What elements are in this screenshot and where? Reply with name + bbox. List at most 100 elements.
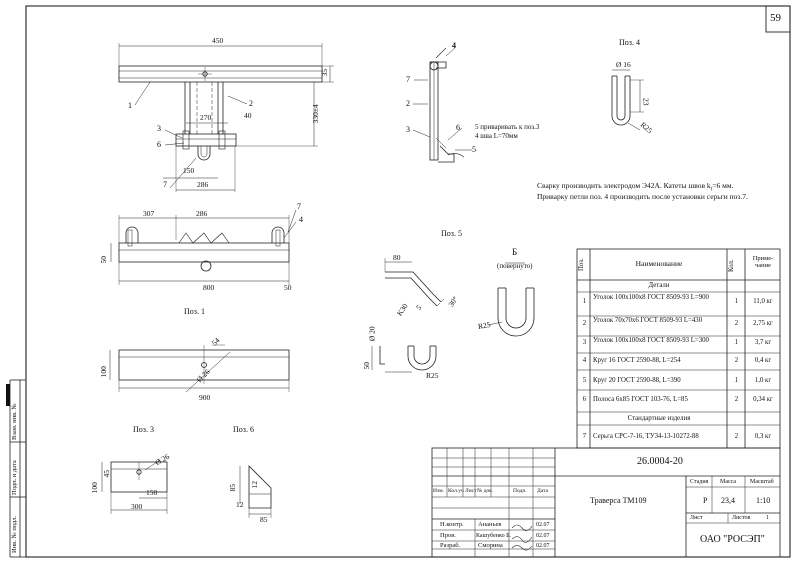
col-sign: Подп. bbox=[513, 488, 527, 494]
side-callout-5: 5 bbox=[472, 145, 476, 154]
label-view-b-sub: (повернуто) bbox=[497, 262, 533, 270]
dim-pos5-d20: Ø 20 bbox=[367, 326, 377, 342]
dim-bottom-50r: 50 bbox=[284, 283, 292, 292]
label-pos4: Поз. 4 bbox=[619, 38, 640, 47]
weld-callout-2: 4 шва L=70мм bbox=[475, 132, 518, 140]
col-date: Дата bbox=[537, 488, 548, 494]
spec-row-4-pos: 4 bbox=[582, 357, 587, 364]
col-izm: Изм. bbox=[433, 488, 444, 494]
dim-pos1-900: 900 bbox=[199, 393, 211, 402]
spec-row-6-qty: 2 bbox=[734, 396, 739, 403]
spec-row-7-note: 0,3 кг bbox=[754, 433, 772, 440]
role-razrab: Разраб. bbox=[440, 542, 461, 549]
dim-pos6-12b: 12 bbox=[236, 500, 244, 509]
spec-row-5-qty: 1 bbox=[734, 377, 739, 384]
bottom-view bbox=[110, 209, 297, 285]
dim-main-330: 330±4 bbox=[310, 104, 320, 124]
dim-pos6-12: 12 bbox=[250, 481, 259, 489]
dim-main-270: 270 bbox=[200, 113, 212, 122]
sheets-label: Листов bbox=[732, 515, 751, 521]
col-koluch: Кол.уч bbox=[448, 488, 464, 494]
sheet-number: 59 bbox=[770, 12, 781, 24]
main-view bbox=[118, 43, 334, 192]
spec-header-name: Наименование bbox=[635, 260, 683, 268]
date-2: 02.07 bbox=[536, 533, 550, 539]
spec-row-5-name: Круг 20 ГОСТ 2590-88, L=390 bbox=[593, 377, 681, 384]
name-kashubenko: Кашубенко Б. bbox=[476, 533, 512, 539]
spec-row-1-note: 11,0 кг bbox=[753, 298, 773, 305]
strip-inv-orig: Инв. № подл. bbox=[11, 515, 18, 553]
spec-row-2-name: Уголок 70х70х6 ГОСТ 8509-93 L=430 bbox=[593, 317, 703, 324]
spec-row-5-pos: 5 bbox=[582, 377, 587, 384]
stage-label: Стадия bbox=[690, 479, 709, 485]
view-b bbox=[487, 262, 535, 337]
callout-7: 7 bbox=[163, 180, 167, 189]
pos3-view bbox=[101, 459, 168, 514]
spec-row-2-note: 2,75 кг bbox=[753, 320, 773, 327]
spec-row-1-name: Уголок 100х100х8 ГОСТ 8509-93 L=900 bbox=[593, 294, 709, 301]
dim-main-40: 40 bbox=[244, 111, 252, 120]
dim-main-35: 35 bbox=[320, 69, 329, 77]
side-callout-6: 6 bbox=[456, 123, 460, 132]
title-block: 26.0004-20 Изм. Кол.уч Лист № док. Подп.… bbox=[432, 448, 780, 558]
spec-table: Поз. Наименование Кол. Приме-чание Детал… bbox=[577, 249, 780, 448]
spec-row-2-qty: 2 bbox=[734, 320, 739, 327]
spec-row-4-qty: 2 bbox=[734, 357, 739, 364]
dim-pos6-85: 85 bbox=[228, 484, 237, 492]
dim-view-b-r25: R25 bbox=[477, 319, 492, 332]
strip-replace-inv: Взам. инв. № bbox=[11, 403, 18, 440]
bottom-callout-4: 4 bbox=[299, 215, 303, 224]
spec-row-6-note: 0,34 кг bbox=[753, 396, 773, 403]
label-pos1: Поз. 1 bbox=[184, 307, 205, 316]
callout-3: 3 bbox=[157, 124, 161, 133]
dim-pos5-80: 80 bbox=[393, 253, 401, 262]
scale-label: Масштаб bbox=[750, 479, 774, 485]
dim-bottom-307: 307 bbox=[143, 209, 155, 218]
date-1: 02.07 bbox=[536, 522, 550, 528]
side-callout-7: 7 bbox=[406, 75, 410, 84]
doc-code: 26.0004-20 bbox=[637, 456, 683, 467]
pos6-view bbox=[239, 465, 272, 518]
weld-callout-1: 5 приваривать к поз.3 bbox=[475, 123, 540, 131]
spec-section-standard: Стандартные изделия bbox=[627, 415, 691, 422]
spec-header-pos: Поз. bbox=[578, 258, 585, 272]
scale-value: 1:10 bbox=[756, 496, 771, 505]
spec-row-3-note: 3,7 кг bbox=[754, 339, 772, 346]
spec-header-note: Приме-чание bbox=[752, 255, 774, 270]
spec-row-1-pos: 1 bbox=[582, 298, 587, 305]
side-callout-4: 4 bbox=[452, 41, 456, 50]
spec-row-7-name: Серьга СРС-7-16, ТУ34-13-10272-88 bbox=[593, 433, 699, 440]
note-tie: Приварку петли поз. 4 производить после … bbox=[537, 192, 748, 201]
spec-row-3-pos: 3 bbox=[582, 339, 587, 346]
name-smorina: Сморина bbox=[478, 542, 503, 549]
note-welding: Сварку производить электродом Э42А. Кате… bbox=[537, 181, 734, 193]
bottom-callout-7: 7 bbox=[297, 202, 301, 211]
dim-pos5-r25: R25 bbox=[426, 371, 439, 380]
spec-row-4-note: 0,4 кг bbox=[754, 357, 772, 364]
dim-main-150: 150 bbox=[183, 166, 195, 175]
side-view bbox=[412, 47, 472, 163]
spec-header-qty: Кол. bbox=[728, 259, 735, 273]
pos4-view bbox=[611, 69, 644, 131]
role-nkontr: Н.контр. bbox=[440, 521, 464, 528]
sheets-value: 1 bbox=[766, 515, 769, 521]
callout-6: 6 bbox=[157, 140, 161, 149]
title-block-lines bbox=[431, 447, 781, 558]
spec-row-6-pos: 6 bbox=[582, 396, 587, 403]
spec-row-2-pos: 2 bbox=[582, 320, 587, 327]
dim-main-450: 450 bbox=[212, 36, 224, 45]
date-3: 02.07 bbox=[536, 543, 550, 549]
mass-label: Масса bbox=[720, 479, 737, 485]
dim-pos6-85b: 85 bbox=[260, 515, 268, 524]
dim-pos3-300: 300 bbox=[131, 502, 143, 511]
dim-pos3-150: 150 bbox=[146, 488, 158, 497]
mass-value: 23,4 bbox=[721, 496, 735, 505]
dim-main-286: 286 bbox=[197, 180, 209, 189]
callout-2: 2 bbox=[249, 99, 253, 108]
spec-row-7-qty: 2 bbox=[734, 433, 739, 440]
spec-table-lines bbox=[576, 248, 781, 449]
side-callout-2: 2 bbox=[406, 99, 410, 108]
col-doc: № док. bbox=[477, 488, 494, 494]
name-ananev: Ананьев bbox=[478, 521, 502, 528]
